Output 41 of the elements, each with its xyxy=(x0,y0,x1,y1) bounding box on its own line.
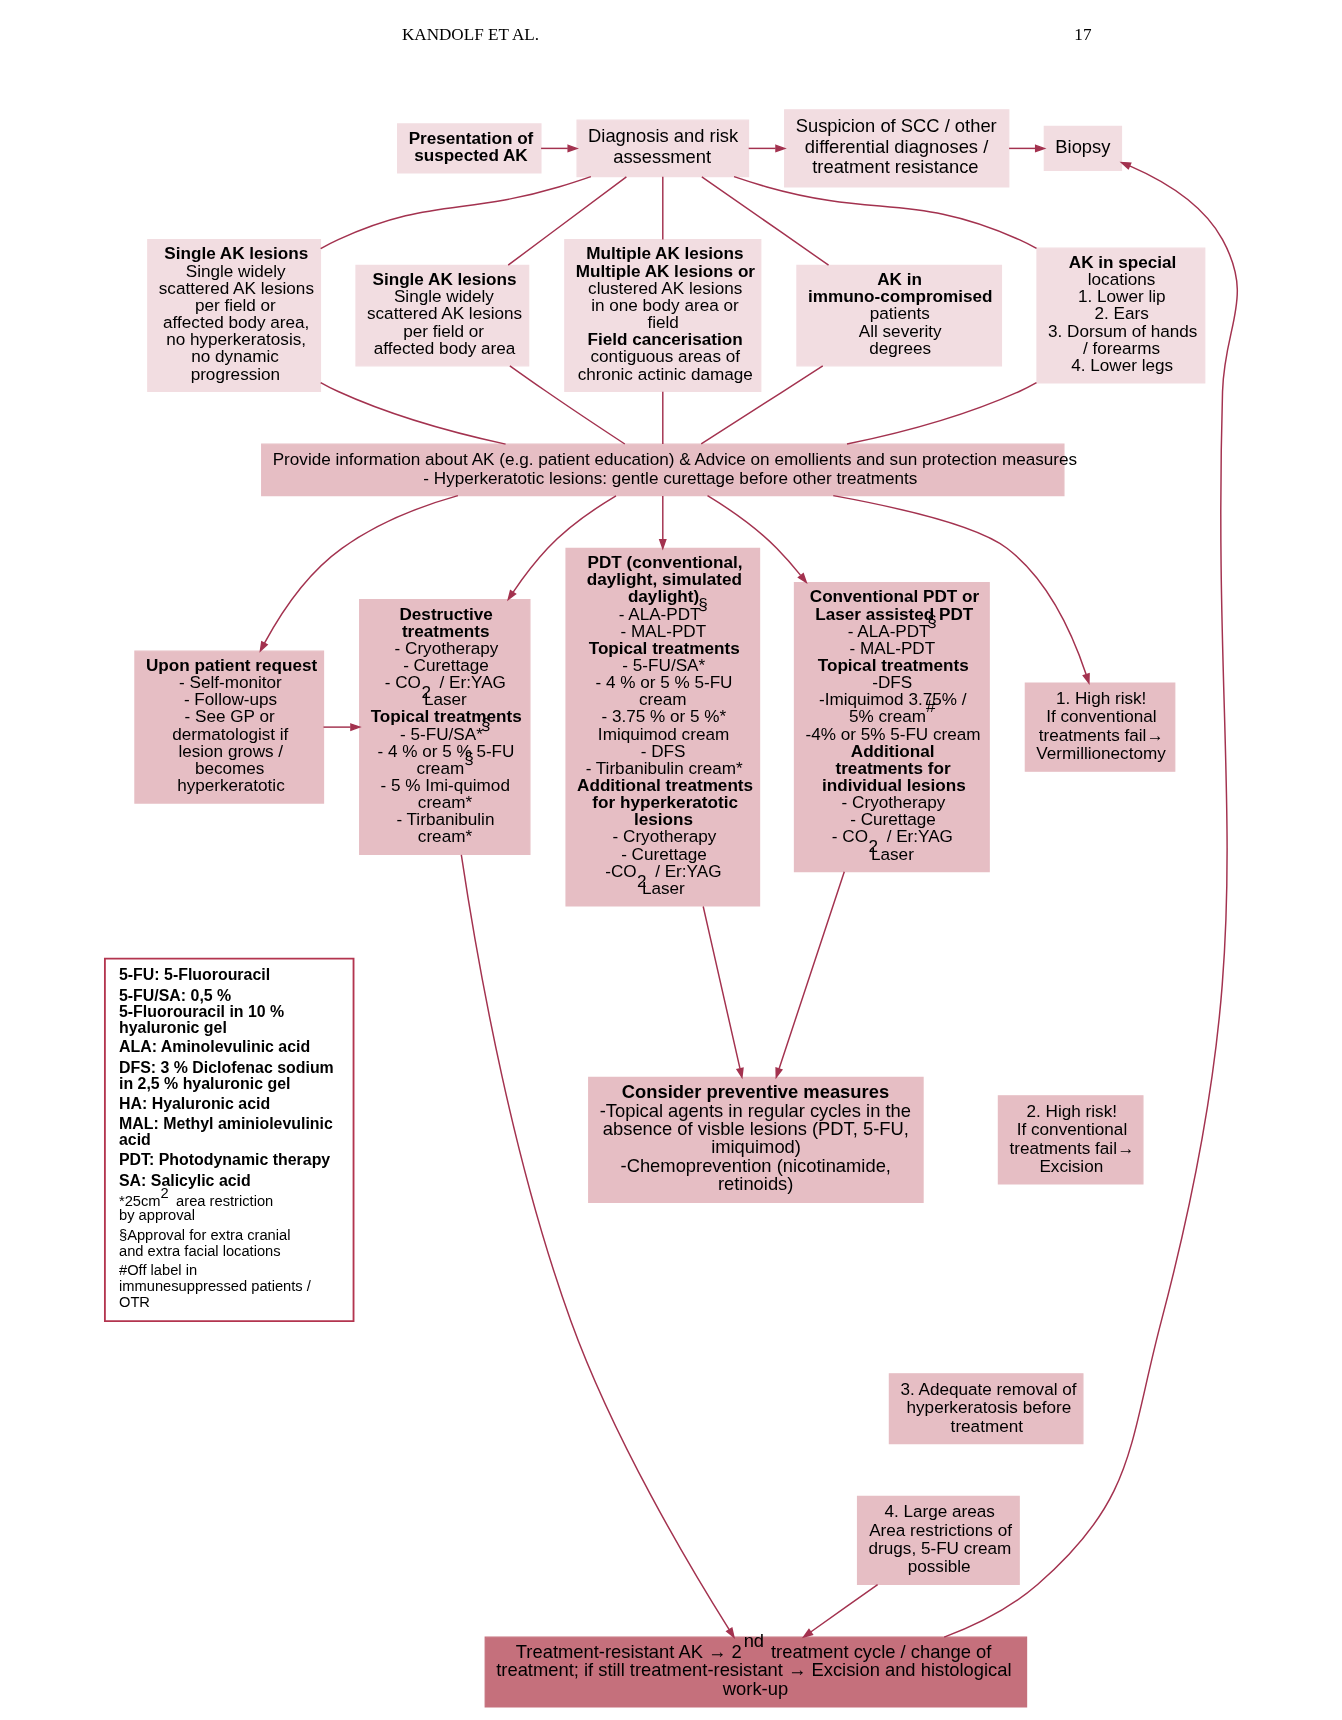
connector xyxy=(700,365,823,445)
node-box: Consider preventive measures -Topical agents in regular cycles in the absence of visble lesions (PDT, 5-FU, imiquimod) -Chemoprevention (nicotinamide, retinoids) xyxy=(587,1076,924,1203)
arrow xyxy=(706,494,808,585)
node-box: Presentation of suspected AK xyxy=(396,123,542,174)
node-box: 3. Adequate removal of hyperkeratosis before treatment xyxy=(888,1373,1083,1445)
node-box: 4. Large areas Area restrictions of drugs, 5-FU cream possible xyxy=(856,1495,1020,1586)
connector xyxy=(732,175,1037,250)
arrow xyxy=(702,905,744,1080)
arrow xyxy=(801,1583,878,1639)
node-box: Biopsy xyxy=(1043,125,1122,172)
node-box: AK in immuno-compromised patients All severity degrees xyxy=(795,264,1002,367)
arrow xyxy=(832,494,1090,685)
label: KANDOLF ET AL. xyxy=(401,24,539,44)
arrow xyxy=(658,495,667,551)
arrow xyxy=(747,144,787,153)
connector xyxy=(319,381,506,445)
node-box: Suspicion of SCC / other differential diagnoses / treatment resistance xyxy=(783,109,1009,188)
arrow xyxy=(258,494,459,653)
arrow xyxy=(322,723,362,732)
connector xyxy=(319,175,592,250)
node-box: 1. High risk! If conventional treatments fail→ Vermillionectomy xyxy=(1024,682,1175,772)
arrow xyxy=(460,854,735,1639)
connector xyxy=(845,381,1037,445)
node-box: Single AK lesions Single widely scattered AK lesions per field or affected body area xyxy=(354,264,529,367)
connector xyxy=(506,176,627,266)
node-box: AK in special locations 1. Lower lip 2. Ears 3. Dorsum of hands / forearms 4. Lower legs xyxy=(1035,247,1205,384)
connector xyxy=(661,176,664,241)
arrow xyxy=(942,161,1238,1638)
node-box: Multiple AK lesions Multiple AK lesions or clustered AK lesions in one body area or field Field cancerisation contiguous areas of chronic actinic damage xyxy=(563,239,761,393)
connector xyxy=(508,365,626,445)
arrow xyxy=(506,495,617,602)
label: 17 xyxy=(1073,24,1091,44)
arrow xyxy=(1007,144,1046,153)
arrow xyxy=(539,144,579,153)
connector xyxy=(661,391,664,445)
node-box: Single AK lesions Single widely scattered AK lesions per field or affected body area, no hyperkeratosis, no dynamic progression xyxy=(146,239,321,393)
arrow xyxy=(774,871,845,1080)
connector xyxy=(700,176,829,266)
node-box: Diagnosis and risk assessment xyxy=(575,119,749,178)
node-box: Upon patient request - Self-monitor - Follow-ups - See GP or dermatologist if lesion grows / becomes hyperkeratotic xyxy=(133,650,324,804)
node-box: 2. High risk! If conventional treatments fail→ Excision xyxy=(997,1095,1144,1185)
